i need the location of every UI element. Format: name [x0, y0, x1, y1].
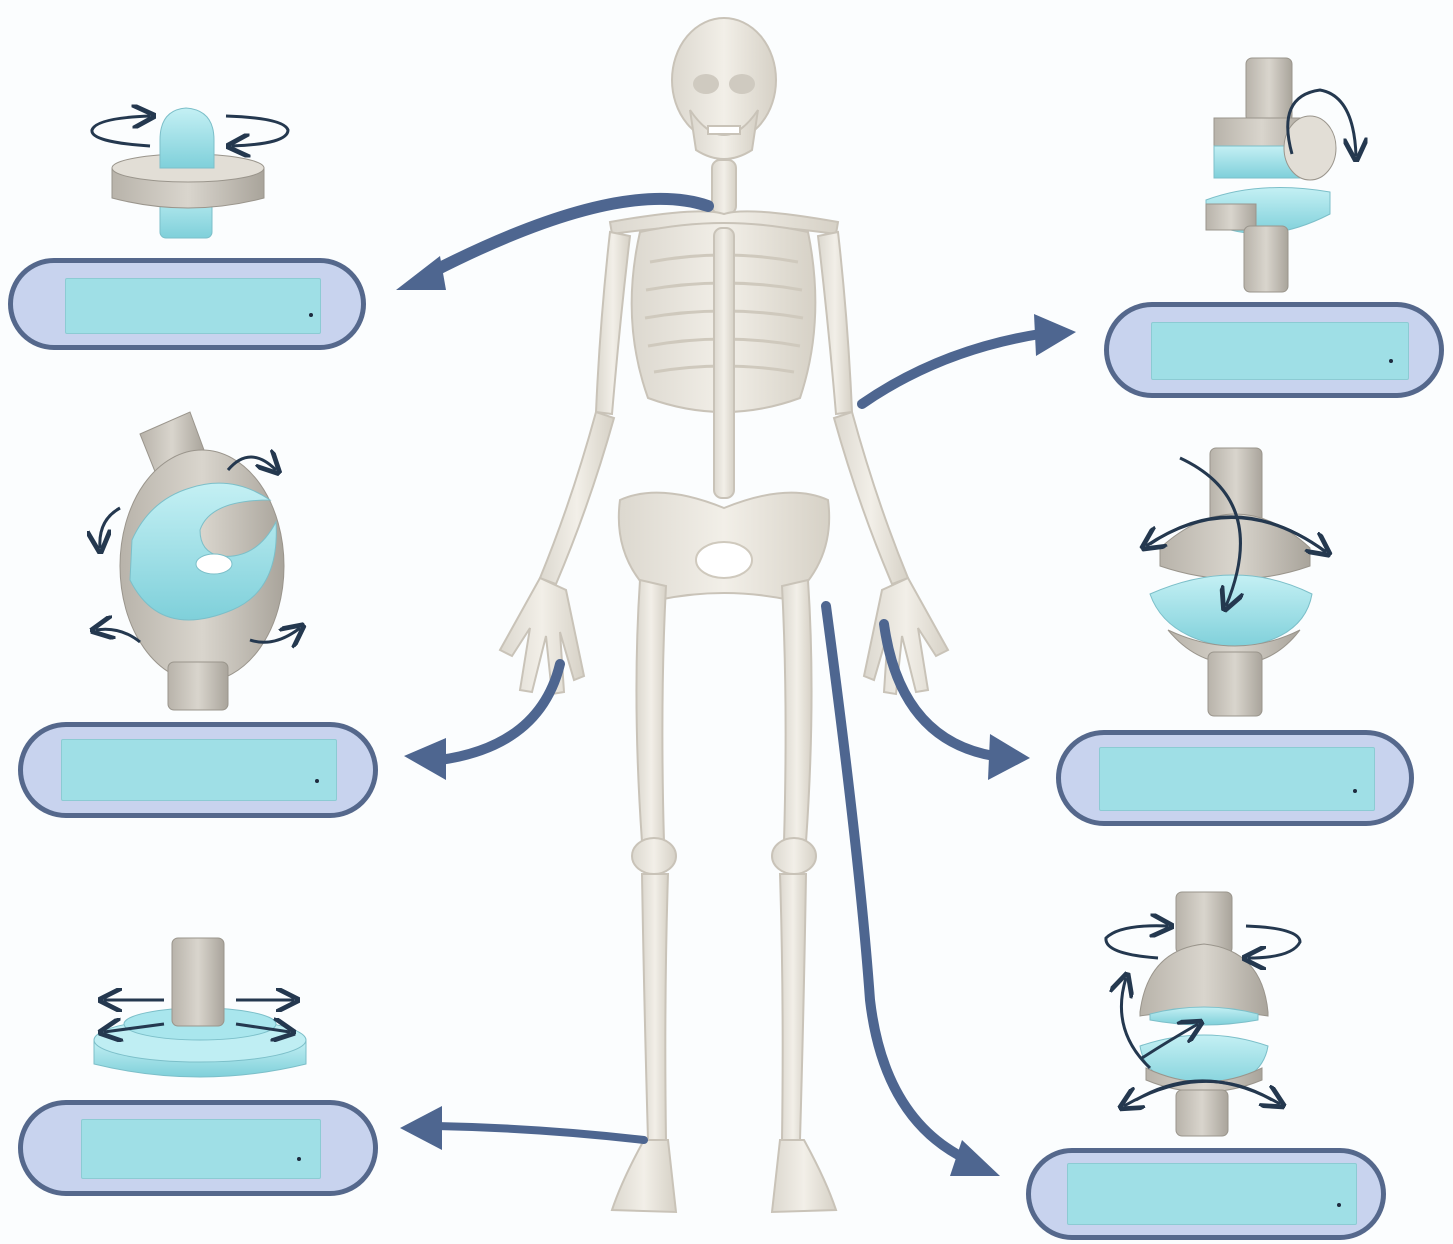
answer-field-marker	[315, 779, 319, 783]
answer-field-gliding-joint[interactable]	[81, 1119, 321, 1179]
answer-field-saddle-joint[interactable]	[61, 739, 337, 801]
label-box-ball-and-socket-joint	[1026, 1148, 1386, 1240]
saddle-joint-icon	[96, 412, 300, 710]
pivot-joint-icon	[92, 108, 288, 238]
label-box-hinge-joint	[1104, 302, 1444, 398]
label-box-gliding-joint	[18, 1100, 378, 1196]
answer-field-marker	[297, 1157, 301, 1161]
label-box-pivot-joint	[8, 258, 366, 350]
label-box-saddle-joint	[18, 722, 378, 818]
answer-field-marker	[1337, 1203, 1341, 1207]
answer-field-hinge-joint[interactable]	[1151, 322, 1409, 380]
skeleton-illustration	[500, 18, 948, 1212]
answer-field-ball-and-socket-joint[interactable]	[1067, 1163, 1357, 1225]
answer-field-marker	[1353, 789, 1357, 793]
gliding-joint-icon	[94, 938, 306, 1077]
label-box-condyloid-joint	[1056, 730, 1414, 826]
answer-field-marker	[309, 313, 313, 317]
answer-field-pivot-joint[interactable]	[65, 278, 321, 334]
answer-field-condyloid-joint[interactable]	[1099, 747, 1375, 811]
answer-field-marker	[1389, 359, 1393, 363]
hinge-joint-icon	[1206, 58, 1356, 292]
ball-and-socket-joint-icon	[1106, 892, 1300, 1136]
condyloid-joint-icon	[1146, 448, 1326, 716]
